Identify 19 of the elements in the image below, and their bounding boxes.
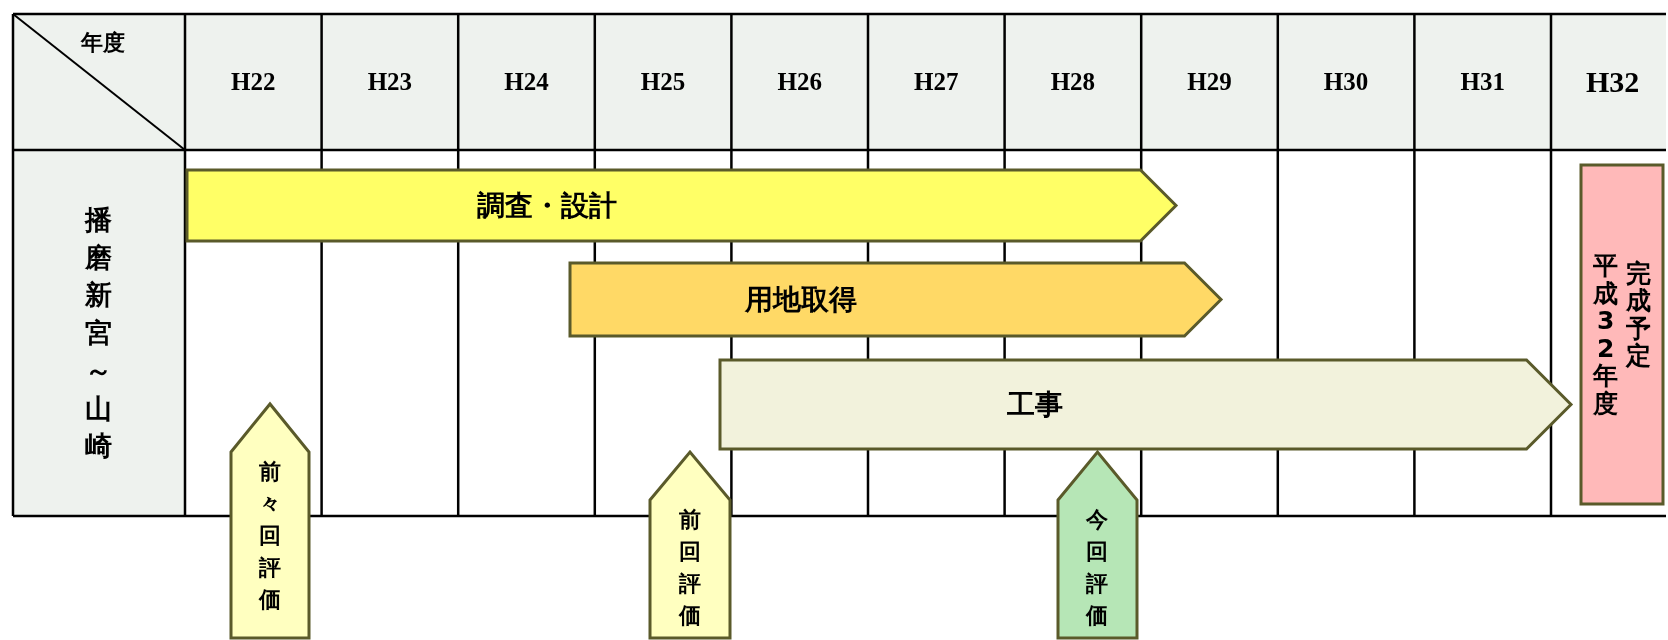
year-header-cell: H26 xyxy=(731,14,868,150)
year-header-cell: H27 xyxy=(868,14,1005,150)
row-header-cell: 播磨新宮～山崎 xyxy=(13,150,185,516)
year-header-cell: H30 xyxy=(1277,14,1415,150)
year-header-cell: H28 xyxy=(1004,14,1142,150)
year-header-cell: H29 xyxy=(1141,14,1278,150)
year-header-cell: H22 xyxy=(185,14,322,150)
year-header-cell: H25 xyxy=(594,14,732,150)
task-arrow-bar: 調査・設計 xyxy=(187,170,1176,241)
evaluation-marker: 今回評価 xyxy=(1058,452,1137,638)
task-arrow-bar: 工事 xyxy=(720,360,1571,449)
year-header-cell: H31 xyxy=(1414,14,1551,150)
evaluation-marker: 前回評価 xyxy=(650,452,730,638)
year-header-cell: H24 xyxy=(458,14,595,150)
year-header-cell: H23 xyxy=(321,14,459,150)
year-header-cell: H32 xyxy=(1551,14,1666,150)
corner-header-cell: 年度 xyxy=(13,14,185,150)
evaluation-marker: 前々回評価 xyxy=(231,404,309,638)
task-arrow-bar: 用地取得 xyxy=(570,263,1221,336)
